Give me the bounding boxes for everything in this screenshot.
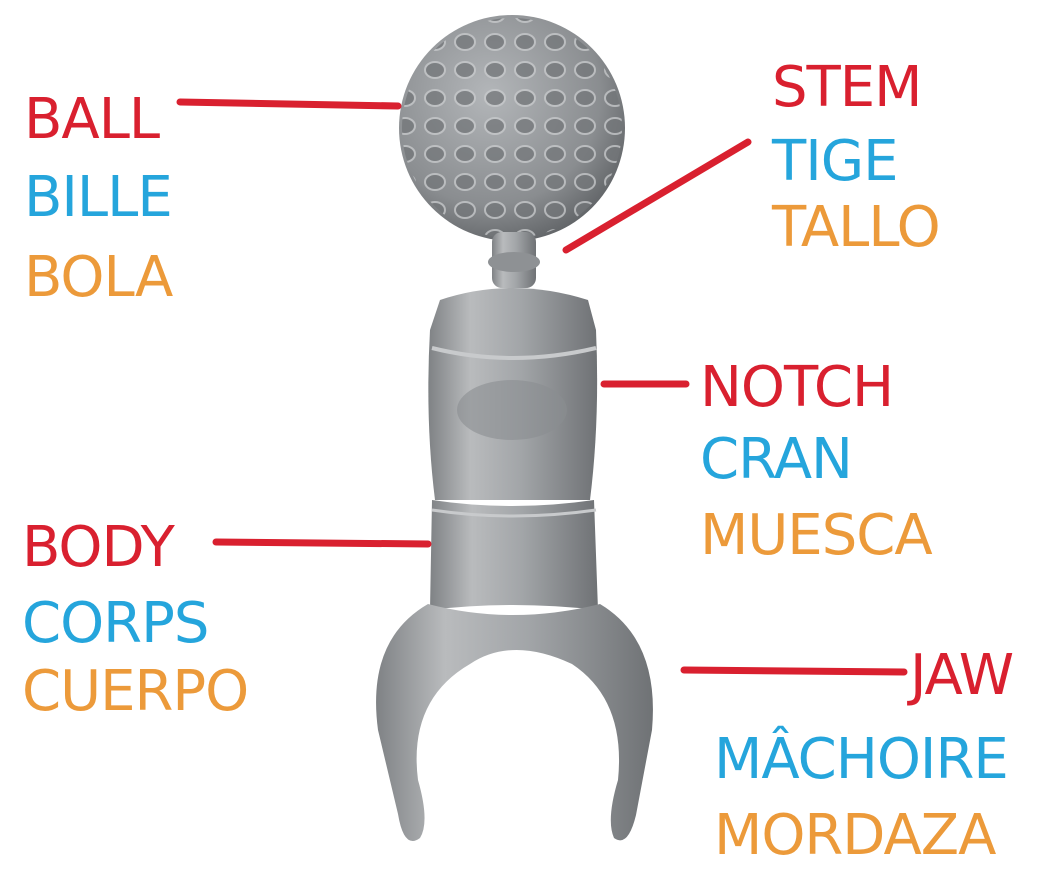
ball-label-french: BILLE	[24, 170, 172, 226]
ball-label-english: BALL	[24, 92, 159, 148]
body-label-french: CORPS	[22, 596, 208, 652]
notch-label-french: CRAN	[700, 432, 852, 488]
jaw-label-english: JAW	[910, 648, 1013, 704]
stem-label-french: TIGE	[772, 134, 898, 190]
body-leader-line	[216, 542, 428, 544]
stem-label-spanish: TALLO	[772, 200, 940, 256]
stem-leader-line	[566, 142, 748, 250]
notch-label-spanish: MUESCA	[700, 508, 932, 564]
jaw-label-spanish: MORDAZA	[714, 808, 995, 864]
ball-leader-line	[180, 102, 398, 106]
stem-label-english: STEM	[772, 60, 921, 116]
ball-label-spanish: BOLA	[24, 250, 172, 306]
body-label-english: BODY	[22, 520, 174, 576]
body-label-spanish: CUERPO	[22, 664, 248, 720]
jaw-label-french: MÂCHOIRE	[714, 732, 1008, 788]
notch-label-english: NOTCH	[700, 360, 893, 416]
jaw-leader-line	[684, 670, 904, 672]
